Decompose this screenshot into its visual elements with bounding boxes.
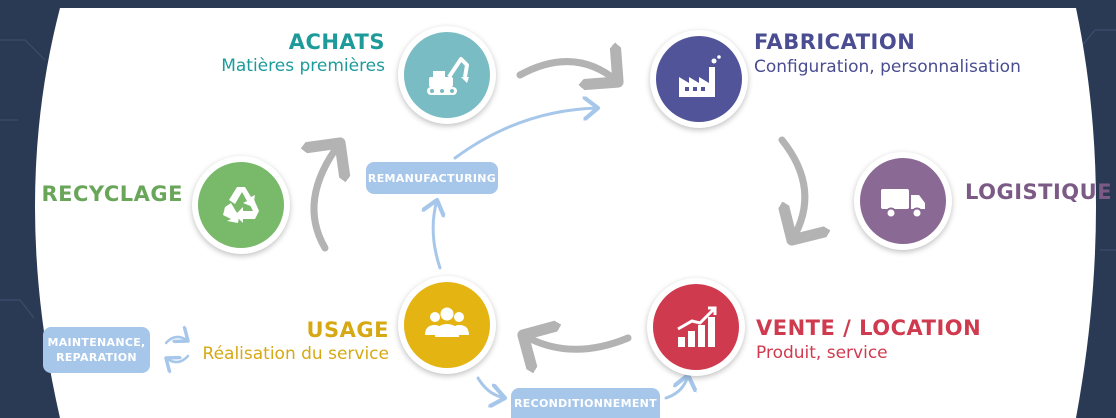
arrow-reconditionnement-to-vente <box>664 375 688 400</box>
fabrication-title: FABRICATION <box>754 30 916 54</box>
reconditionnement-pill: RECONDITIONNEMENT <box>511 388 660 418</box>
maintenance-label: MAINTENANCE, <box>47 336 146 349</box>
white-panel <box>35 8 1096 418</box>
recyclage-node <box>192 156 290 254</box>
vente-subtitle: Produit, service <box>756 343 888 363</box>
truck-icon <box>881 189 925 219</box>
achats-subtitle: Matières premières <box>221 56 385 76</box>
usage-subtitle: Réalisation du service <box>202 344 389 364</box>
factory-icon <box>679 55 721 97</box>
recyclage-title: RECYCLAGE <box>41 182 183 206</box>
growth-chart-icon <box>677 306 717 347</box>
logistique-node <box>854 152 952 250</box>
maintenance-pill: MAINTENANCE, REPARATION <box>43 327 150 373</box>
arrow-usage-to-reconditionnement <box>476 376 505 398</box>
people-group-icon <box>425 307 469 337</box>
remanufacturing-pill: REMANUFACTURING <box>366 162 498 194</box>
usage-title: USAGE <box>306 318 389 342</box>
arrow-usage-to-remanufacturing <box>433 200 440 270</box>
circuit-decoration <box>0 29 1116 319</box>
swap-arrows-icon <box>164 337 188 345</box>
vente-title: VENTE / LOCATION <box>756 316 982 340</box>
usage-node <box>398 276 496 374</box>
reparation-label: REPARATION <box>56 351 137 364</box>
arrow-recyclage-to-achats <box>314 143 340 252</box>
arrow-vente-to-usage <box>523 335 632 349</box>
arrow-fabrication-to-vente <box>782 136 805 240</box>
recycle-icon <box>223 187 259 223</box>
arrow-remanufacturing-to-fabrication <box>453 108 598 160</box>
excavator-icon <box>427 57 469 95</box>
vente-node <box>647 278 745 376</box>
achats-title: ACHATS <box>288 30 385 54</box>
fabrication-subtitle: Configuration, personnalisation <box>754 57 1021 77</box>
logistique-title: LOGISTIQUE <box>965 180 1113 204</box>
fabrication-node <box>650 30 748 128</box>
arrow-achats-to-fabrication <box>516 62 618 82</box>
achats-node <box>398 26 496 124</box>
